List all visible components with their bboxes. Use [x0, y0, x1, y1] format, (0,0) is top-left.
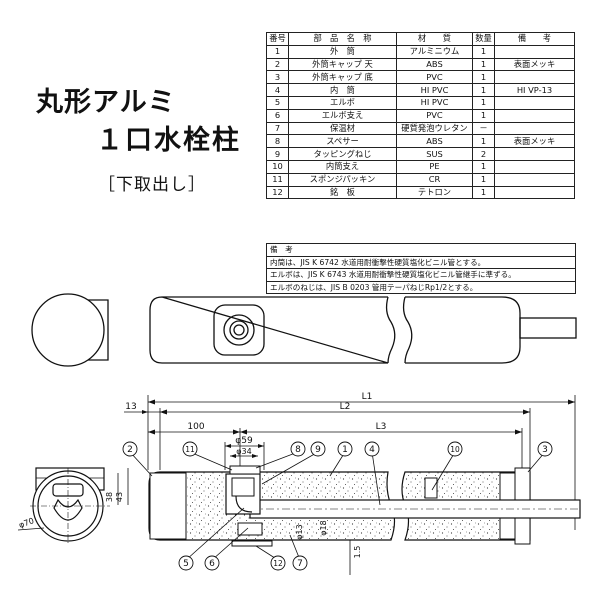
notes-block: 備 考 内筒は、JIS K 6742 水道用耐衝撃性硬質塩化ビニル管とする。 エ… [266, 243, 576, 294]
dim-13b: φ13 [295, 524, 304, 539]
callout-circle [337, 441, 353, 457]
elbow-curve [235, 495, 253, 513]
callout-circle [270, 555, 286, 571]
dimension-arrows [142, 399, 575, 458]
nameplate [231, 540, 273, 547]
dim-100: 100 [187, 422, 204, 432]
dim-70: φ70 [18, 516, 36, 530]
cell-note: HI VP-13 [494, 83, 575, 97]
spacer [229, 465, 261, 475]
dim-l1: L1 [362, 392, 373, 402]
callout-label: 6 [209, 559, 215, 569]
callout-label: 10 [450, 445, 460, 454]
cell-name: 銘 板 [288, 185, 397, 200]
note-line: エルボは、JIS K 6743 水道用耐衝撃性硬質塩化ビニル管継手に準ずる。 [267, 268, 575, 281]
callout-circle [178, 555, 194, 571]
top-outlet-core [233, 324, 245, 336]
top-break-1 [385, 296, 396, 364]
dim-43: 43 [115, 492, 124, 502]
top-outlet-outer [223, 314, 255, 346]
top-spout [519, 317, 577, 339]
callout-label: 5 [183, 559, 189, 569]
callout-label: 11 [185, 445, 195, 454]
dimension-texts: L1 L2 L3 13 100 φ59 φ34 38 43 φ70 φ13 φ1… [18, 392, 387, 558]
dim-34: φ34 [236, 447, 251, 456]
top-plate [213, 304, 265, 356]
callout-label: 9 [315, 445, 321, 455]
callout-circle [204, 555, 220, 571]
top-view [31, 293, 577, 367]
note-line: エルボのねじは、JIS B 0203 管用テーパねじRp1/2とする。 [267, 280, 575, 294]
subtitle: ［下取出し］ [98, 175, 206, 195]
main-section [148, 465, 581, 547]
callout-circle [537, 441, 553, 457]
title-line2: １口水栓柱 [96, 125, 241, 156]
inner-support [424, 477, 438, 499]
callout-label: 4 [369, 445, 375, 455]
callout-label: 3 [542, 445, 548, 455]
callout-label: 8 [295, 445, 301, 455]
dim-l2: L2 [340, 402, 351, 412]
note-line: 内筒は、JIS K 6742 水道用耐衝撃性硬質塩化ビニル管とする。 [267, 255, 575, 269]
callout-leaders [129, 451, 546, 561]
callout-circle [290, 441, 306, 457]
dim-l3: L3 [376, 422, 387, 432]
dim-13: 13 [125, 402, 136, 412]
dim-59: φ59 [235, 436, 253, 446]
cell-note [494, 185, 575, 200]
dim-18: φ18 [319, 520, 328, 535]
notes-header: 備 考 [267, 243, 575, 256]
callout-circle [122, 441, 138, 457]
callout-circle [292, 555, 308, 571]
elbow-inner [231, 477, 255, 497]
callout-label: 7 [297, 559, 303, 569]
callout-circle [447, 441, 463, 457]
title-line1: 丸形アルミ [36, 87, 176, 118]
cap-top-block [149, 472, 187, 540]
callout-label: 12 [273, 559, 283, 568]
dim-15: 1.5 [353, 546, 362, 559]
callout-label: 2 [127, 445, 133, 455]
callout-circle [310, 441, 326, 457]
callout-label: 1 [342, 445, 348, 455]
top-end-tab [88, 299, 109, 361]
top-body [149, 296, 521, 364]
end-section [17, 467, 110, 545]
dim-38: 38 [105, 492, 114, 502]
top-end-circle [31, 293, 105, 367]
top-break-2 [402, 296, 413, 364]
top-outlet-inner [229, 320, 249, 340]
callout-circle [182, 441, 198, 457]
callout-circle [364, 441, 380, 457]
